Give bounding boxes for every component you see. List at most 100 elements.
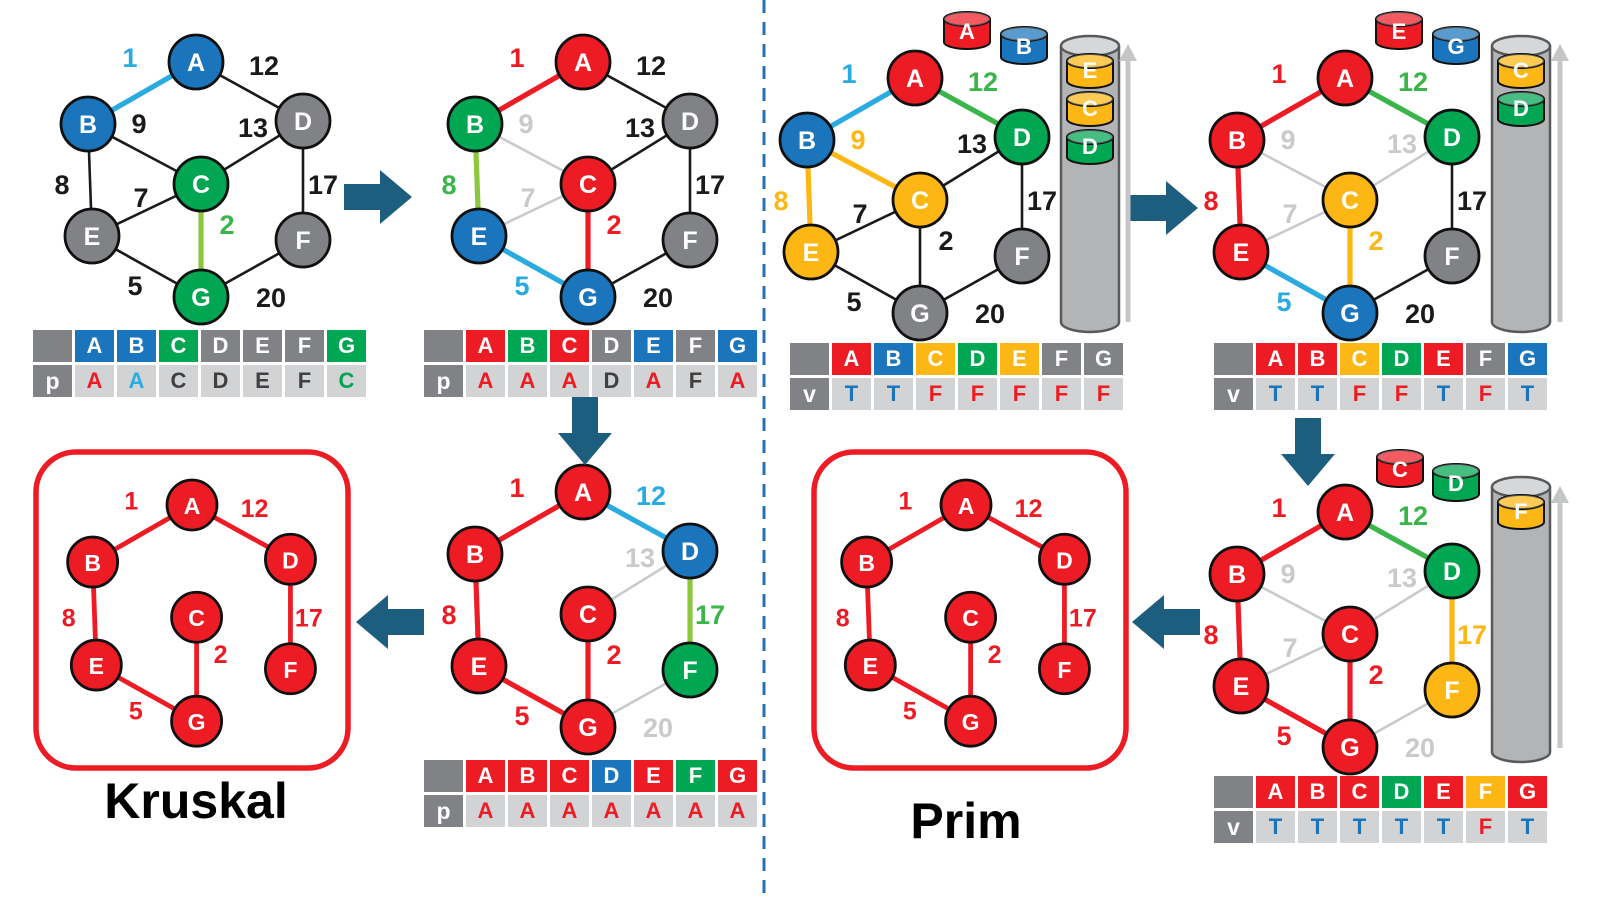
node-label-E: E	[1233, 239, 1250, 267]
header-text-G: G	[338, 333, 355, 358]
node-label-D: D	[282, 547, 299, 573]
node-E	[843, 638, 897, 692]
edge-weight-A-D: 12	[636, 51, 666, 81]
node-B	[446, 95, 504, 153]
flow-arrow-down	[558, 397, 612, 465]
node-label-C: C	[188, 605, 205, 631]
edge-weight-A-B: 1	[124, 488, 138, 516]
cylinder-top-highlight	[1067, 92, 1113, 106]
node-label-A: A	[958, 493, 975, 519]
header-cell-E	[1000, 343, 1039, 375]
edge-weight-A-D: 12	[241, 495, 269, 523]
edge-weight-C-E: 7	[133, 183, 148, 213]
value-cell	[1042, 378, 1081, 410]
node-label-A: A	[184, 493, 201, 519]
node-B	[1208, 111, 1266, 169]
value-cell	[1466, 378, 1505, 410]
value-text: T	[1437, 814, 1451, 839]
value-cell	[327, 365, 366, 397]
node-C	[1321, 171, 1379, 229]
edge-weight-C-D: 13	[625, 543, 655, 573]
node-E	[63, 207, 121, 265]
node-G	[172, 268, 230, 326]
value-cell	[1298, 378, 1337, 410]
node-B	[59, 95, 117, 153]
value-text: D	[604, 368, 620, 393]
header-text-A: A	[844, 346, 860, 371]
node-label-C: C	[579, 601, 597, 629]
queue-node-E: E	[1083, 58, 1098, 83]
node-label-E: E	[84, 223, 101, 251]
header-text-E: E	[1436, 779, 1451, 804]
value-cell	[634, 795, 673, 827]
row-label: v	[803, 381, 816, 407]
value-cell	[508, 795, 547, 827]
cylinder-top-highlight	[1433, 464, 1479, 478]
edge-weight-B-E: 8	[1203, 186, 1218, 216]
node-D	[1038, 532, 1091, 586]
header-text-A: A	[87, 333, 103, 358]
header-cell-F	[285, 330, 324, 362]
edge-weight-C-G: 2	[988, 641, 1002, 669]
node-D	[661, 522, 719, 580]
value-cell	[550, 365, 589, 397]
edge-weight-C-E: 7	[1282, 199, 1297, 229]
node-label-G: G	[1340, 734, 1359, 762]
queue-node-F: F	[1514, 499, 1527, 524]
header-cell-G	[1508, 776, 1547, 808]
row-label-cell	[1214, 378, 1253, 410]
queue-node-C: C	[1082, 96, 1098, 121]
edge-weight-B-C: 9	[518, 109, 533, 139]
header-text-G: G	[729, 333, 746, 358]
header-cell-C	[159, 330, 198, 362]
node-C	[891, 171, 949, 229]
value-cell	[1508, 811, 1547, 843]
header-text-D: D	[1394, 779, 1410, 804]
header-text-F: F	[1479, 346, 1492, 371]
edge-weight-F-G: 20	[643, 713, 673, 743]
node-A	[939, 478, 993, 532]
header-cell-G	[718, 330, 757, 362]
value-text: F	[1353, 381, 1366, 406]
edge-weight-C-G: 2	[606, 640, 621, 670]
node-label-G: G	[188, 709, 206, 735]
value-cell	[592, 795, 631, 827]
edge-weight-B-E: 8	[773, 186, 788, 216]
node-label-G: G	[962, 709, 980, 735]
header-cell-D	[592, 760, 631, 792]
queue-node-D: D	[1448, 471, 1464, 496]
edge-weight-D-F: 17	[695, 170, 725, 200]
flow-arrow-left	[1132, 595, 1200, 649]
edge-weight-A-B: 1	[509, 43, 524, 73]
edge-weight-B-E: 8	[1203, 620, 1218, 650]
header-cell-A	[1256, 776, 1295, 808]
edge-weight-A-D: 12	[1015, 495, 1043, 523]
header-cell-A	[832, 343, 871, 375]
row-label-cell	[33, 365, 72, 397]
header-cell-A	[466, 760, 505, 792]
value-text: T	[887, 381, 901, 406]
node-A	[554, 33, 612, 91]
header-cell-B	[508, 330, 547, 362]
cylinder-top	[1497, 494, 1545, 510]
edge-weight-C-G: 2	[1368, 226, 1383, 256]
queue-up-arrow-head	[1119, 44, 1137, 61]
edge-weight-C-E: 7	[852, 199, 867, 229]
value-cell	[1424, 378, 1463, 410]
cylinder-top	[1066, 91, 1114, 107]
node-A	[1316, 49, 1374, 107]
cylinder-top	[1066, 129, 1114, 145]
header-text-E: E	[646, 333, 661, 358]
header-text-B: B	[1310, 346, 1326, 371]
header-text-F: F	[1055, 346, 1068, 371]
edge-weight-A-B: 1	[122, 43, 137, 73]
header-text-G: G	[1519, 779, 1536, 804]
node-label-D: D	[1443, 124, 1461, 152]
